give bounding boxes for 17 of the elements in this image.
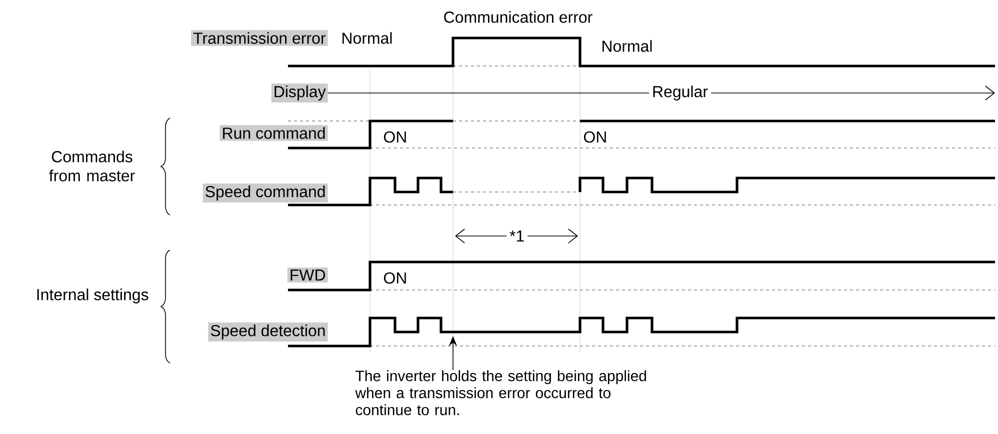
state-label: ON — [584, 131, 606, 143]
group-label: Internal settings — [37, 288, 148, 304]
state-label: ON — [384, 131, 406, 143]
signal-label: FWD — [287, 268, 328, 282]
signal-label: Run command — [220, 125, 328, 141]
dimension-label: *1 — [506, 228, 528, 244]
state-label: ON — [384, 272, 406, 284]
signal-label: Speed command — [202, 184, 328, 202]
state-label: Normal — [342, 32, 392, 44]
signal-label: Transmission error — [191, 30, 328, 46]
group-label: Commands from master — [49, 150, 135, 182]
signal-label: Speed detection — [208, 322, 328, 342]
note-text: The inverter holds the setting being applied when a transmission error occurred to continue to run. — [355, 370, 646, 416]
state-label: Regular — [649, 82, 712, 104]
signal-label: Display — [271, 84, 328, 102]
state-label: Normal — [602, 40, 652, 52]
state-label: Communication error — [444, 11, 592, 23]
